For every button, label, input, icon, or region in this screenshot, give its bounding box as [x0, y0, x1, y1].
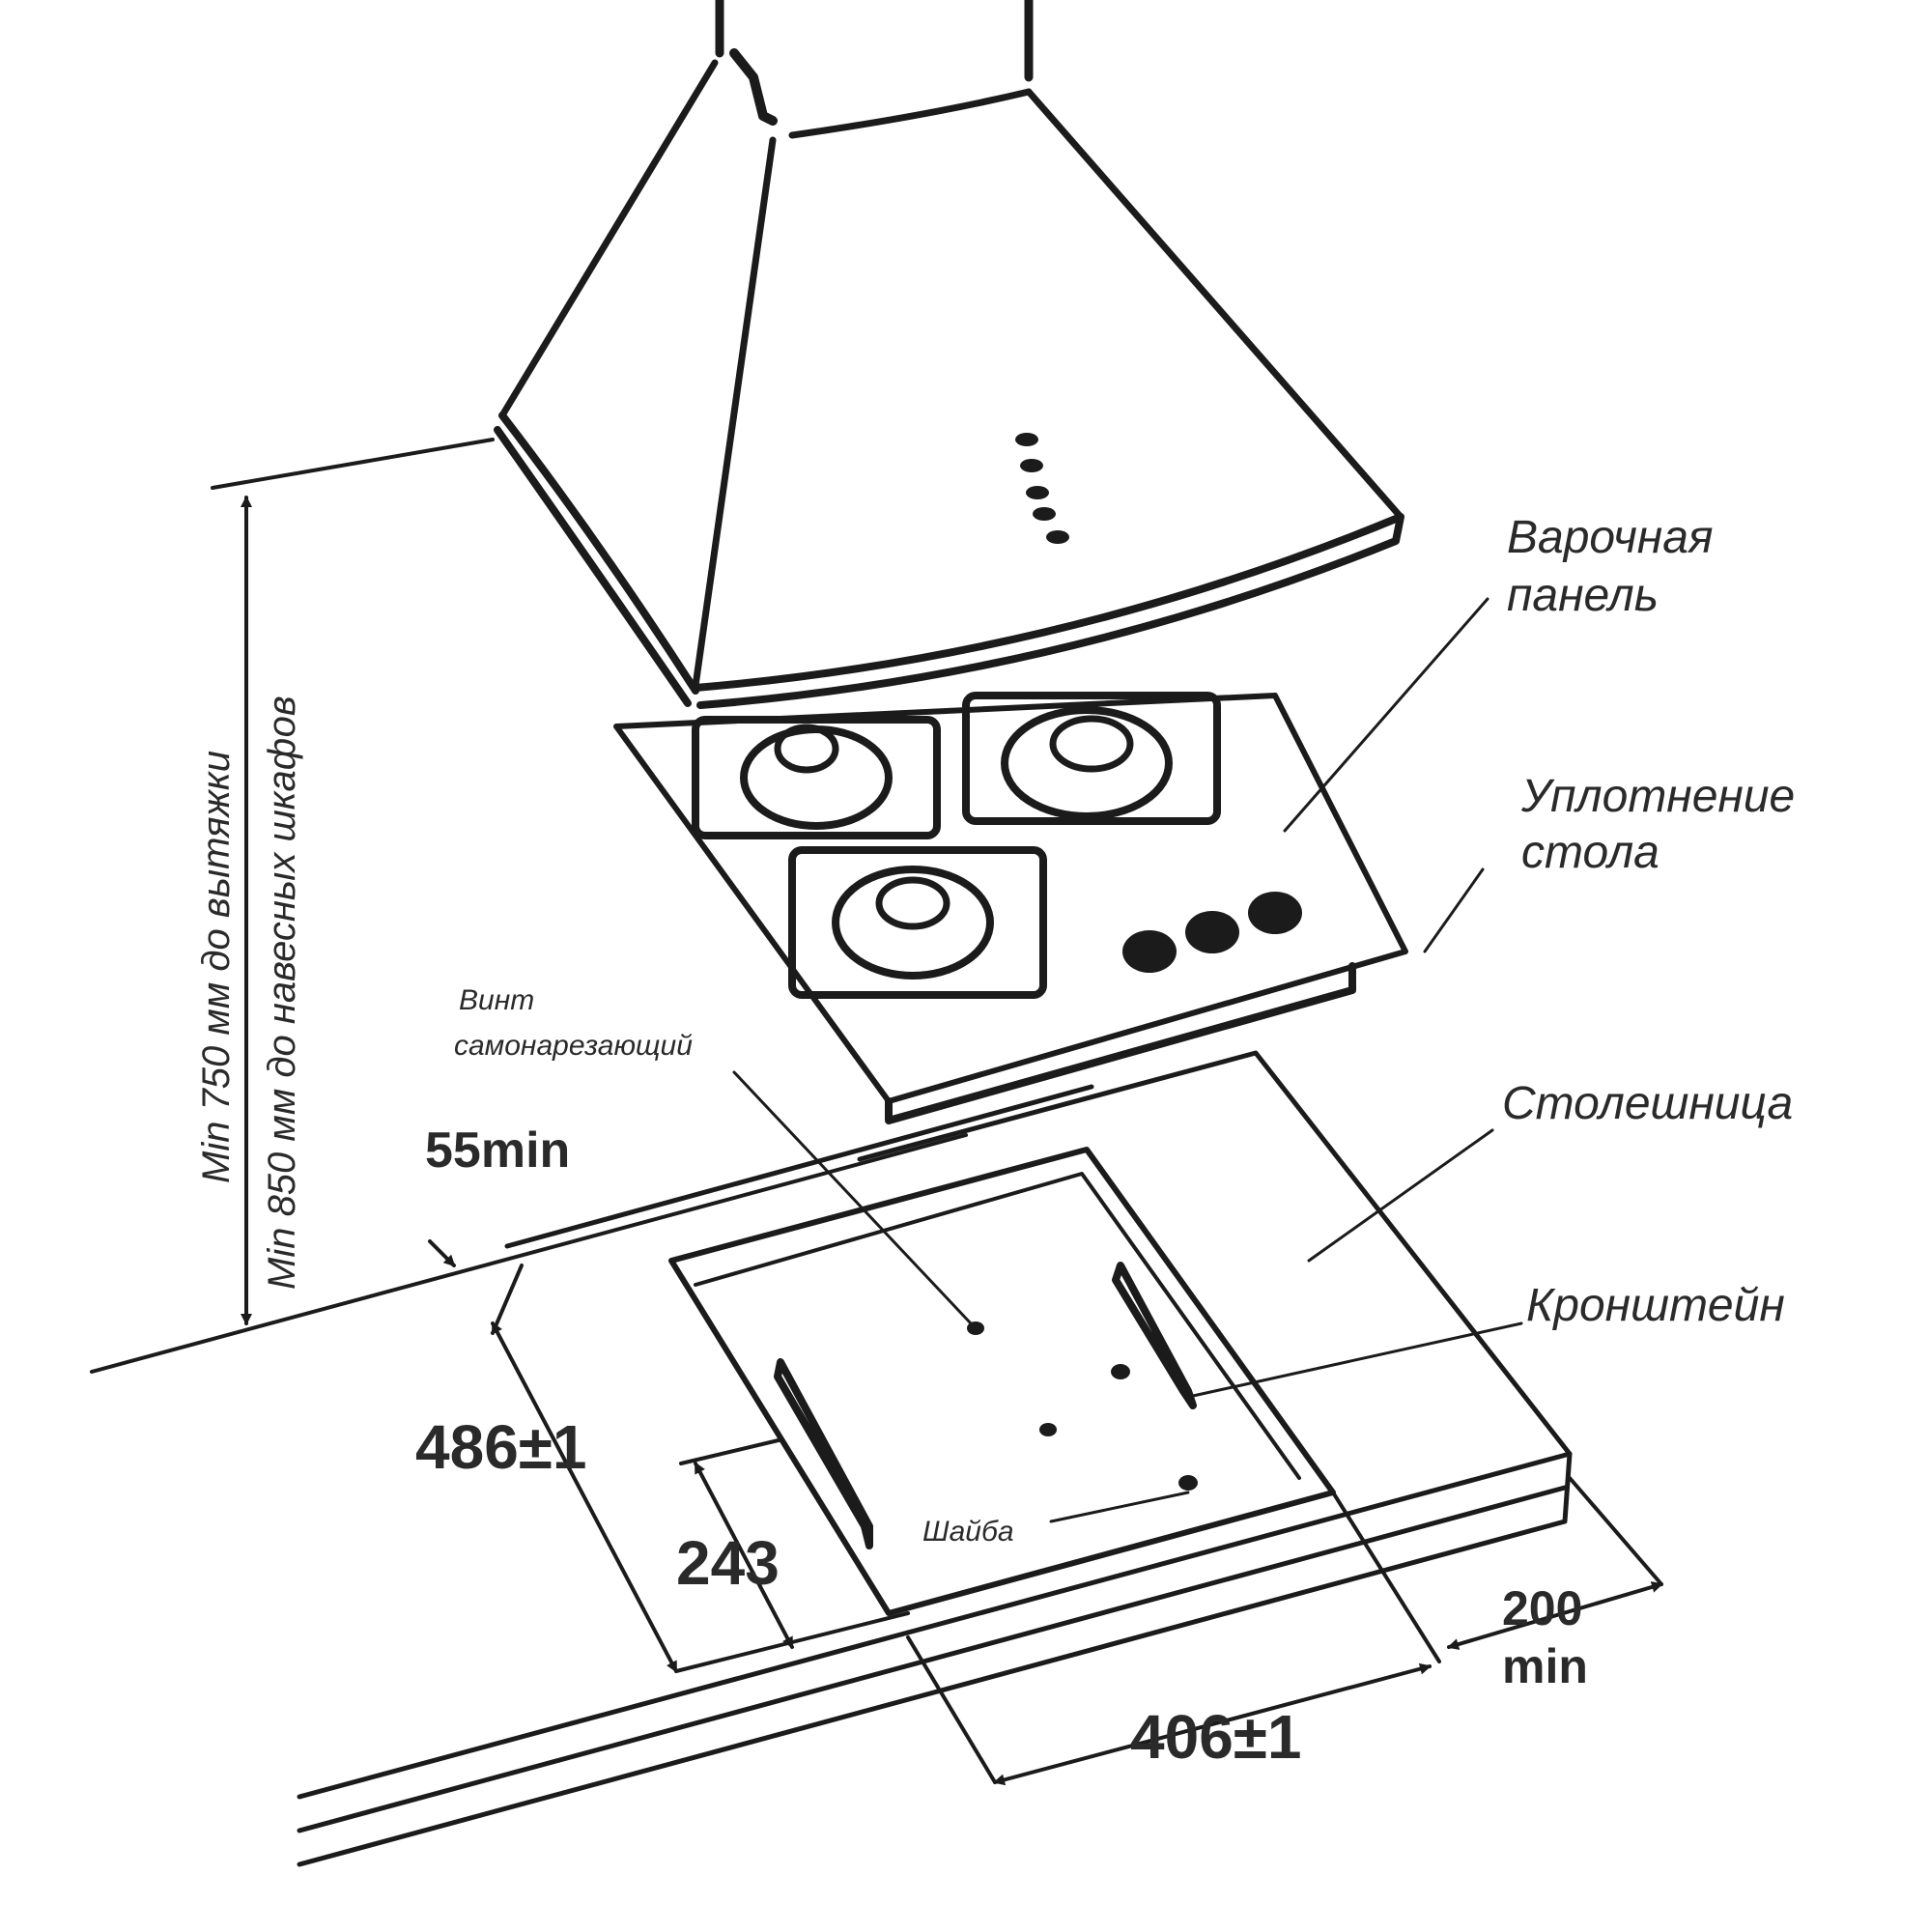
hood-control-buttons	[1015, 433, 1069, 544]
control-knobs	[1122, 892, 1302, 973]
cutout-depth-dimension: 486±1	[415, 1412, 587, 1482]
countertop-label: Столешница	[1502, 1078, 1793, 1129]
dimension-lines	[211, 438, 1663, 1786]
hob-label-line-2: панель	[1507, 570, 1659, 621]
knob-2	[1185, 911, 1239, 953]
bracket-label: Кронштейн	[1526, 1280, 1785, 1331]
gas-hob	[613, 692, 1408, 1124]
screw-label-line-2: самонарезающий	[454, 1030, 693, 1062]
screw-label-line-1: Винт	[459, 984, 534, 1016]
knob-1	[1122, 930, 1177, 973]
knob-3	[1248, 892, 1302, 934]
side-gap-arrow	[1447, 1581, 1663, 1650]
washer	[1111, 1364, 1130, 1379]
depth-arrow	[491, 1321, 678, 1673]
cabinet-height-label: Min 850 мм до навесных шкафов	[261, 696, 303, 1290]
side-gap-dimension-line-1: 200	[1502, 1581, 1582, 1635]
width-arrow	[993, 1662, 1432, 1786]
hob-label-line-1: Варочная	[1507, 512, 1714, 563]
cooker-hood	[494, 0, 1404, 709]
screw	[1039, 1423, 1057, 1436]
bracket-position-dimension: 243	[676, 1528, 780, 1598]
seal-label-line-2: стола	[1521, 827, 1660, 878]
seal-label-line-1: Уплотнение	[1520, 771, 1795, 822]
burner-caps	[774, 715, 1134, 930]
burner-grates	[692, 692, 1221, 999]
side-gap-dimension-line-2: min	[1502, 1639, 1588, 1693]
wall-gap-dimension: 55min	[425, 1122, 570, 1179]
leader-lines	[732, 597, 1523, 1523]
washer-label: Шайба	[922, 1516, 1014, 1548]
text-labels: Варочная панель Уплотнение стола Столешн…	[195, 512, 1795, 1772]
fasteners	[967, 1321, 1198, 1491]
cutout-width-dimension: 406±1	[1130, 1702, 1302, 1772]
bracket-arrow	[694, 1462, 794, 1649]
countertop	[90, 1050, 1573, 1867]
screw	[967, 1321, 984, 1335]
hood-height-label: Min 750 мм до вытяжки	[195, 751, 238, 1183]
mounting-brackets	[774, 1262, 1197, 1549]
washer	[1178, 1475, 1198, 1491]
